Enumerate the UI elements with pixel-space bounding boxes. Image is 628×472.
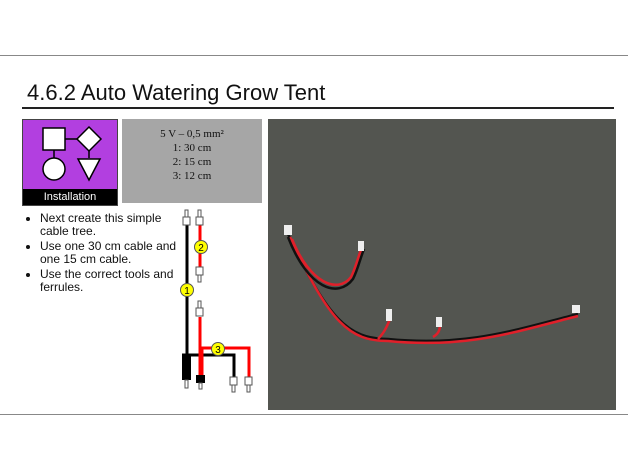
instruction-list: Next create this simple cable tree. Use … [22,212,190,296]
cable-spec-box: 5 V – 0,5 mm² 1: 30 cm 2: 15 cm 3: 12 cm [122,119,262,203]
marker-3: 3 [211,342,225,356]
list-item: Use one 30 cm cable and one 15 cm cable. [40,240,190,266]
spec-line: 1: 30 cm [172,142,212,154]
installation-badge: Installation [22,119,118,206]
cable-tree-diagram: 2 1 3 [180,209,253,393]
slide [0,55,628,415]
list-item: Next create this simple cable tree. [40,212,190,238]
spec-line: 5 V – 0,5 mm² [160,128,224,140]
title-divider [22,107,614,109]
installation-label: Installation [23,189,117,205]
spec-line: 2: 15 cm [172,156,212,168]
svg-text:2: 2 [198,243,204,254]
flowchart-icon [42,125,103,182]
list-item: Use the correct tools and ferrules. [40,268,190,294]
cable-tree-photo [268,119,616,410]
spec-line: 3: 12 cm [172,170,212,182]
marker-1: 1 [180,283,194,297]
svg-text:1: 1 [184,286,190,297]
marker-2: 2 [194,240,208,254]
page-title: 4.6.2 Auto Watering Grow Tent [27,80,326,105]
svg-text:3: 3 [215,345,221,356]
